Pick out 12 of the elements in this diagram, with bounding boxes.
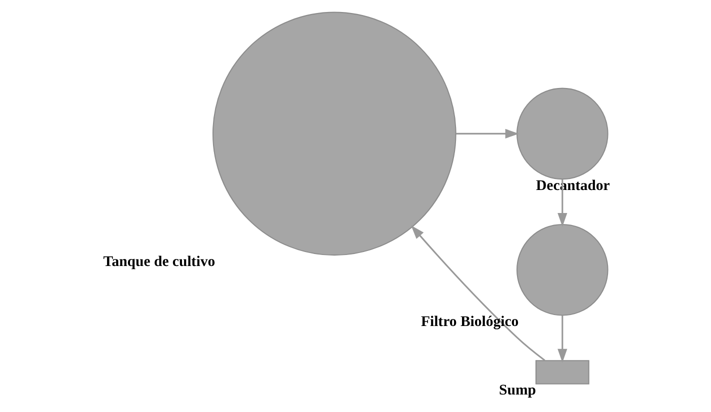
node-box [535,360,590,384]
arrow [558,179,568,227]
node-label: Tanque de cultivo [103,254,216,270]
node-label: Decantador [536,178,610,194]
node-label: Filtro Biológico [420,314,519,330]
node-circle [212,12,456,256]
arrow [558,315,568,363]
node-circle [516,88,608,180]
arrow [411,225,546,361]
node-circle [516,224,608,316]
node-label: Sump [499,382,536,399]
arrow [456,128,520,138]
